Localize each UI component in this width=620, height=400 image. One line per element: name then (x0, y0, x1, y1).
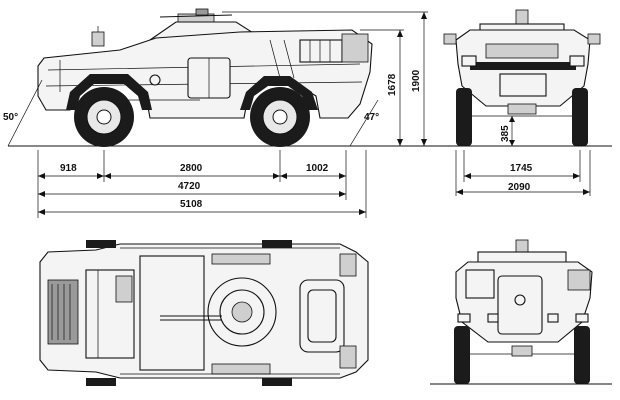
rear-view (430, 239, 612, 385)
side-rear-arch (240, 76, 318, 110)
body-length-label: 4720 (178, 181, 201, 192)
rear-overhang-label: 1002 (306, 163, 329, 174)
overall-length-label: 5108 (180, 199, 203, 210)
departure-angle-label: 47° (364, 112, 379, 123)
front-width-dims (455, 150, 591, 196)
front-view: 385 1745 2090 (430, 9, 612, 196)
side-rear-wheel (250, 87, 310, 147)
wheelbase-label: 2800 (180, 163, 203, 174)
side-view: 50° 47° 1678 1900 (3, 8, 612, 218)
side-height-dims (222, 11, 428, 146)
track-width-label: 1745 (510, 163, 533, 174)
top-engine-grille (47, 279, 79, 345)
side-front-arch (66, 74, 152, 110)
rear-left-tyre (454, 326, 470, 384)
front-right-tyre (572, 88, 588, 146)
side-hull-details (45, 33, 369, 101)
hull-height-label: 1678 (387, 73, 398, 96)
ground-clearance-label: 385 (500, 125, 511, 142)
side-front-wheel (74, 87, 134, 147)
side-length-dims (37, 150, 367, 218)
rear-right-tyre (574, 326, 590, 384)
overall-width-label: 2090 (508, 182, 531, 193)
front-overhang-label: 918 (60, 163, 77, 174)
top-view (39, 240, 369, 386)
overall-height-label: 1900 (411, 69, 422, 92)
approach-angle-label: 50° (3, 112, 18, 123)
front-left-tyre (456, 88, 472, 146)
